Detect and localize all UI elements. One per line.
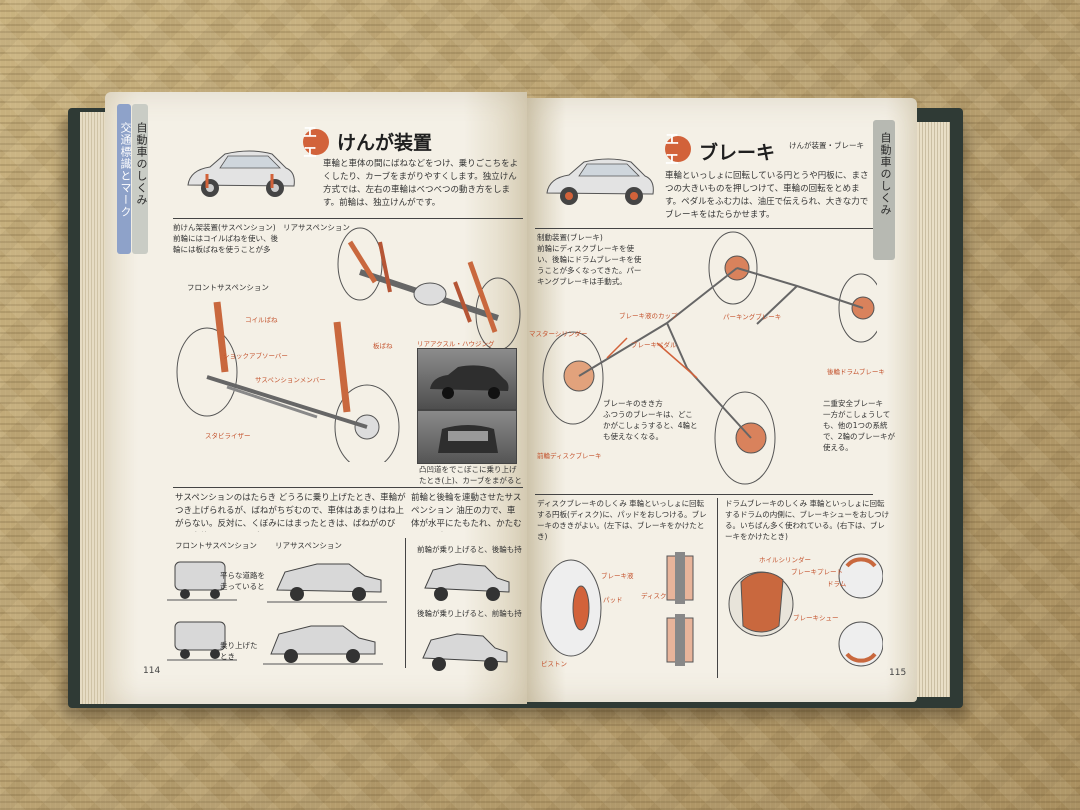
label-piston: ピストン bbox=[541, 660, 567, 668]
divider bbox=[173, 487, 523, 488]
photo-caption: 凸凹道をでこぼこに乗り上げたとき(上)、カーブをまがるとき(下) bbox=[419, 465, 522, 485]
caption-bump: 乗り上げたとき bbox=[220, 641, 258, 661]
section1-heading: 制動装置(ブレーキ) bbox=[537, 233, 603, 242]
label-drum: ドラム bbox=[827, 580, 847, 588]
label-disc: ディスク bbox=[641, 592, 667, 600]
section2-body: ふつうのブレーキは、どこかがこしょうすると、4輪とも使えなくなる。 bbox=[603, 410, 698, 441]
divider bbox=[535, 494, 873, 495]
label-parking-brake: パーキングブレーキ bbox=[723, 313, 782, 321]
right-page: 自動車のしくみ けんが装置・ブレーキ エエ ブレーキ 車輪といっしょに回転してい… bbox=[527, 98, 917, 702]
section3-heading: 二重安全ブレーキ bbox=[823, 399, 883, 408]
label-master-cylinder: マスターシリンダー bbox=[529, 330, 588, 338]
label-rear-drum: 後輪ドラムブレーキ bbox=[827, 368, 885, 376]
title-icon: エエ bbox=[303, 125, 329, 161]
car-illustration-top-left bbox=[187, 150, 295, 197]
label-brake-fluid: ブレーキ液 bbox=[601, 572, 634, 580]
car-illustration-top-right bbox=[546, 158, 654, 205]
section3-text: 前輪と後輪を連動させたサスペンション 油圧の力で、車体が水平にたもたれ、かたむく… bbox=[411, 493, 522, 529]
left-blue-tab bbox=[117, 104, 131, 254]
disc-brake-illustration bbox=[540, 552, 694, 666]
section2-text: ブレーキのきき方 ふつうのブレーキは、どこかがこしょうすると、4輪とも使えなくな… bbox=[603, 398, 699, 453]
right-grey-tab bbox=[873, 120, 895, 260]
label-rear-suspension: リアサスペンション bbox=[283, 223, 350, 232]
suspension-cars-illustration bbox=[167, 561, 387, 665]
label-leaf-spring: 板ばね bbox=[373, 342, 393, 350]
page-title: けんが装置 bbox=[337, 132, 433, 154]
section2-heading: ブレーキのきき方 bbox=[603, 399, 663, 408]
left-grey-tab bbox=[132, 104, 148, 254]
label-brake-cup: ブレーキ液のカップ bbox=[619, 312, 678, 320]
photo-car-bump bbox=[417, 348, 517, 410]
section5-text: ドラムブレーキのしくみ 車輪といっしょに回転するドラムの内側に、ブレーキシューを… bbox=[725, 499, 890, 541]
section1-text: 制動装置(ブレーキ) 前輪にディスクブレーキを使い、後輪にドラムブレーキを使うこ… bbox=[537, 232, 647, 287]
linked-suspension-illustration bbox=[422, 563, 510, 671]
section1-heading: 前けん架装置(サスペンション) bbox=[173, 223, 276, 232]
section1-body: 前輪にはコイルばねを使い、後輪には板ばねを使うことが多い。 bbox=[173, 234, 278, 254]
brake-system-illustration bbox=[542, 231, 877, 485]
front-suspension-illustration bbox=[176, 301, 400, 462]
left-page: 自動車のしくみ 交通標識とマーク エエ けんが装置 車輪と車体の間にばねなどをつ… bbox=[105, 92, 527, 704]
divider bbox=[173, 218, 523, 219]
left-page-number: 114 bbox=[143, 666, 161, 676]
section1-body: 前輪にディスクブレーキを使い、後輪にドラムブレーキを使うことが多くなってきた。パ… bbox=[537, 244, 642, 286]
right-side-tab-text: 自動車のしくみ bbox=[879, 132, 892, 216]
label-rear-axle: リアアクスル・ハウジング bbox=[417, 340, 495, 348]
caption-rear: リアサスペンション bbox=[275, 541, 342, 550]
section3-text: 二重安全ブレーキ 一方がこしょうしても、他の1つの系統で、2輪のブレーキが使える… bbox=[823, 398, 899, 453]
caption-front: フロントサスペンション bbox=[175, 541, 257, 550]
label-brake-plate: ブレーキプレート bbox=[791, 568, 843, 576]
section3-body: 一方がこしょうしても、他の1つの系統で、2輪のブレーキが使える。 bbox=[823, 410, 895, 452]
caption-rear-up: 後輪が乗り上げると、前輪も持ち上がる。 bbox=[417, 609, 522, 618]
photo-car-curve bbox=[417, 410, 517, 464]
label-stabilizer: スタビライザー bbox=[205, 432, 251, 440]
left-side-tab-blue-text: 交通標識とマーク bbox=[119, 122, 132, 218]
label-brake-pedal: ブレーキペダル bbox=[631, 341, 677, 349]
page-title: ブレーキ bbox=[699, 142, 776, 164]
section2-text: サスペンションのはたらき どうろに乗り上げたとき、車輪がつき上げられるが、ばねが… bbox=[175, 493, 406, 529]
caption-flat-road: 平らな道路を走っているとき bbox=[220, 571, 265, 591]
vertical-divider bbox=[405, 538, 406, 668]
label-front-disc: 前輪ディスクブレーキ bbox=[537, 452, 602, 460]
label-pad: パッド bbox=[603, 596, 623, 604]
right-page-number: 115 bbox=[889, 668, 907, 678]
title-icon: エエ bbox=[665, 132, 691, 168]
left-side-tab-text: 自動車のしくみ bbox=[135, 122, 148, 206]
vertical-divider bbox=[717, 498, 718, 678]
label-shock-absorber: ショックアブソーバー bbox=[223, 352, 288, 360]
label-coil-spring: コイルばね bbox=[245, 316, 278, 324]
section1-text: 前けん架装置(サスペンション) 前輪にはコイルばねを使い、後輪には板ばねを使うこ… bbox=[173, 222, 283, 255]
label-brake-shoe: ブレーキシュー bbox=[793, 614, 839, 622]
intro-text: 車輪と車体の間にばねなどをつけ、乗りごこちをよくしたり、カーブをまがりやすくしま… bbox=[323, 159, 519, 208]
label-suspension-member: サスペンションメンバー bbox=[255, 376, 326, 384]
label-front-suspension: フロントサスペンション bbox=[187, 283, 269, 292]
divider bbox=[535, 228, 873, 229]
caption-front-up: 前輪が乗り上げると、後輪も持ち上がる。 bbox=[417, 545, 522, 554]
header-small: けんが装置・ブレーキ bbox=[789, 141, 864, 150]
intro-text: 車輪といっしょに回転している円とうや円板に、まさつの大きいものを押しつけて、車輪… bbox=[665, 171, 869, 220]
section4-text: ディスクブレーキのしくみ 車輪といっしょに回転する円板(ディスク)に、パッドをお… bbox=[537, 499, 707, 541]
rear-suspension-illustration bbox=[337, 227, 521, 351]
label-wheel-cylinder: ホイルシリンダー bbox=[759, 556, 811, 564]
drum-brake-illustration bbox=[728, 553, 883, 667]
